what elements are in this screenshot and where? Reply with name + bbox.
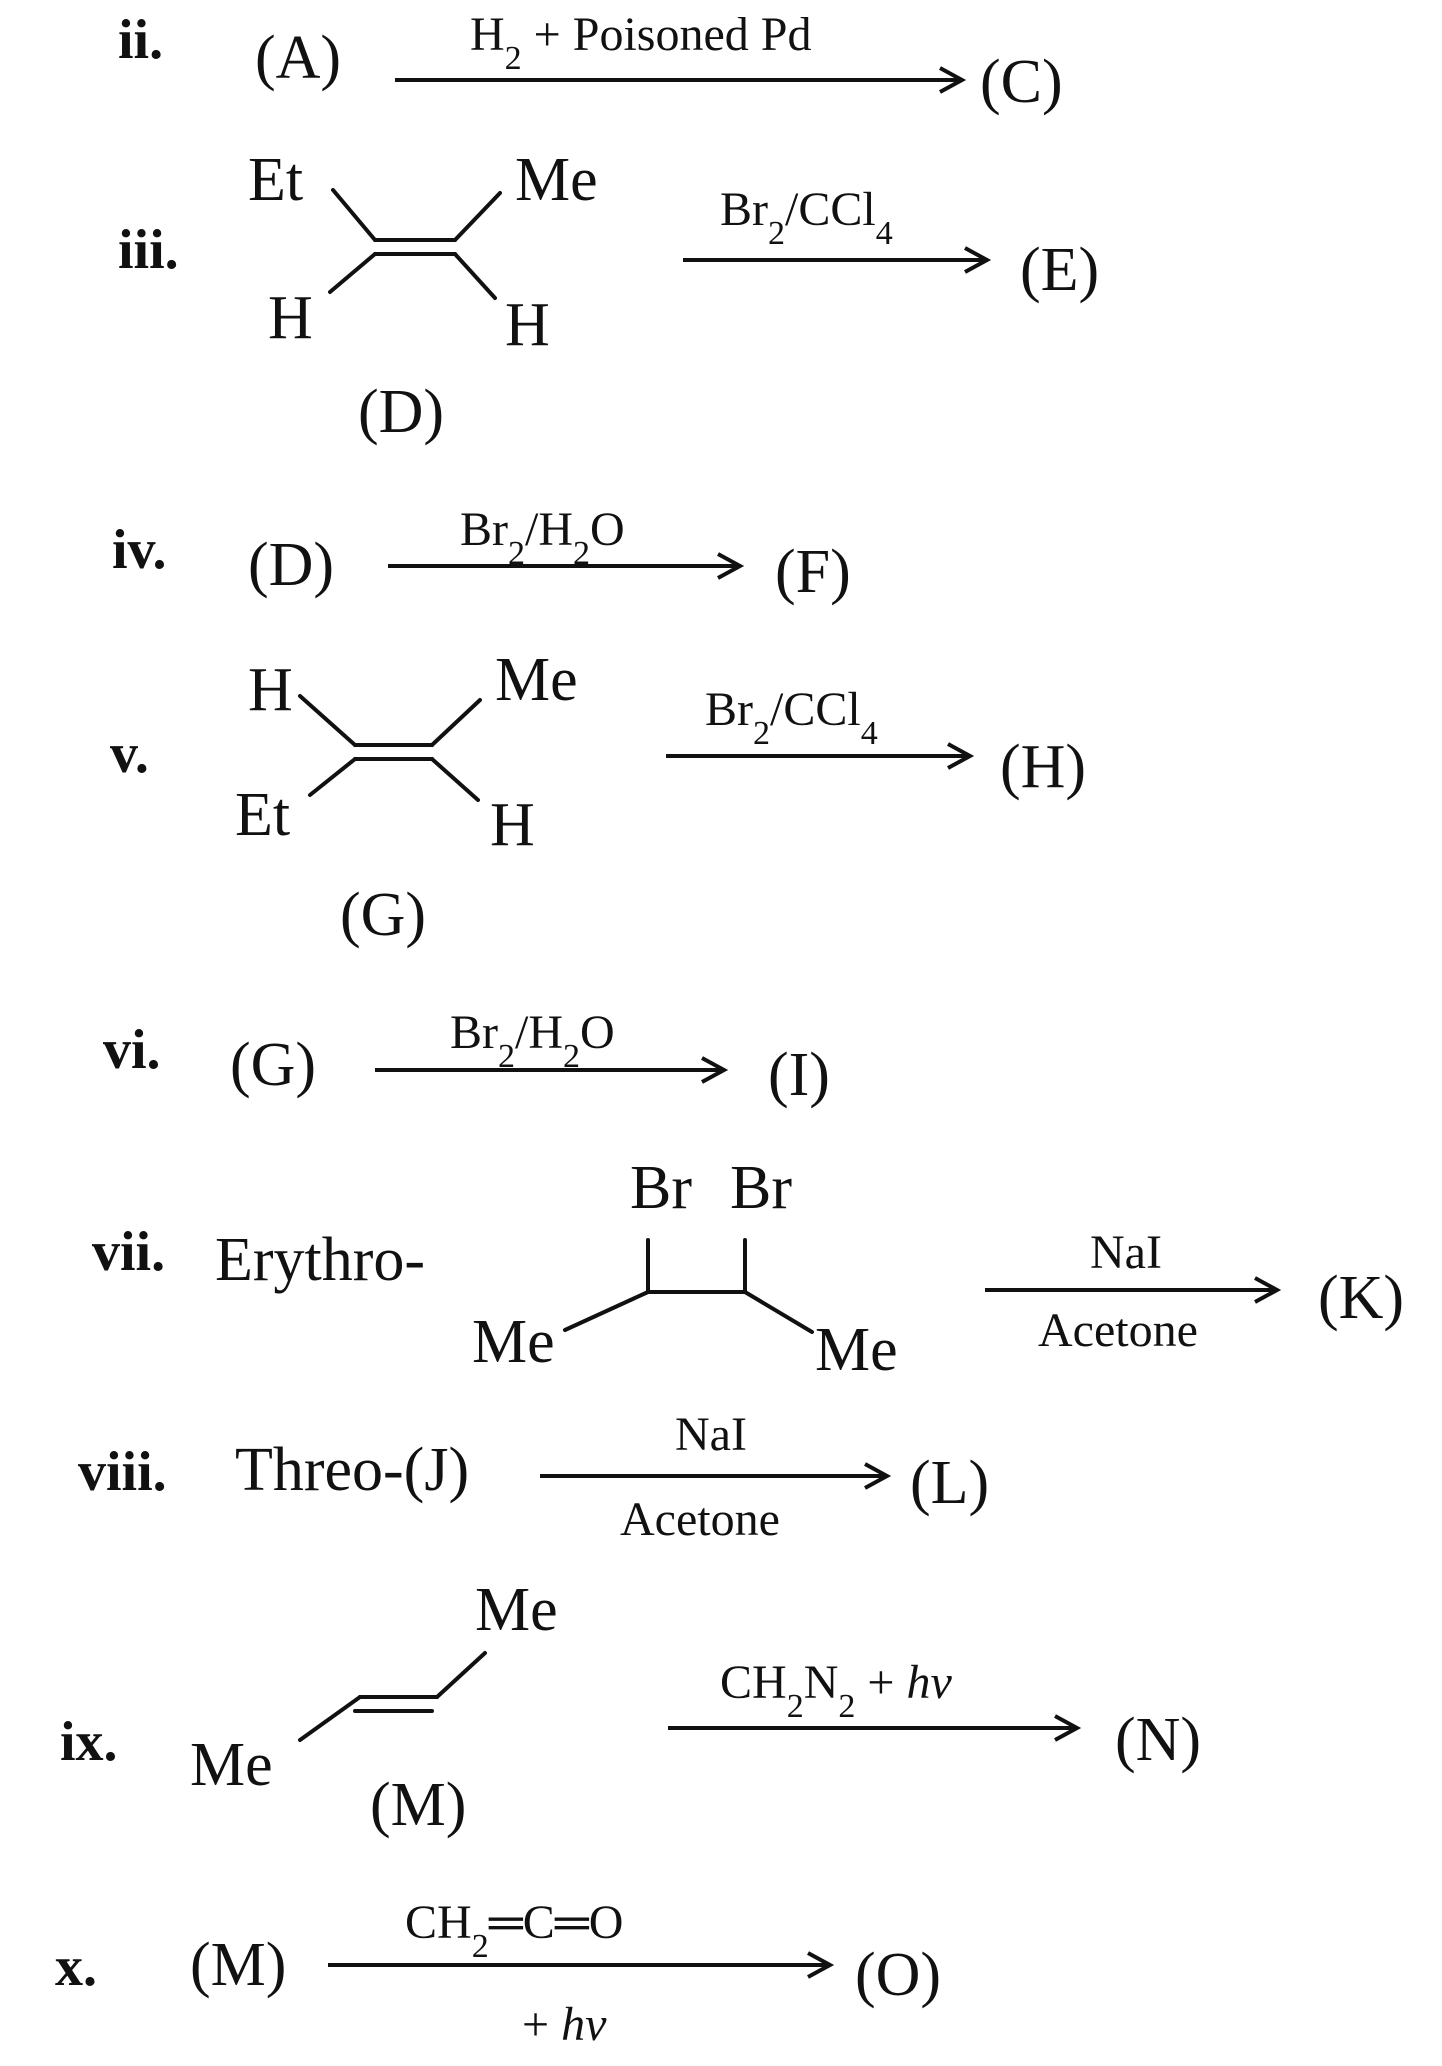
substituent-me: Me: [815, 1316, 898, 1384]
arrow-head: [1054, 1714, 1082, 1742]
arrow-head: [864, 1462, 892, 1490]
reagent-label: CH2N2 + hν: [720, 1656, 952, 1725]
reagent-top: NaI: [675, 1408, 747, 1461]
reagent-bottom: + hν: [522, 1998, 607, 2051]
reagent-bottom: Acetone: [620, 1493, 780, 1546]
reactant-label: (G): [230, 1031, 316, 1099]
substituent-h: H: [490, 791, 535, 859]
arrow-head: [939, 66, 967, 94]
product-label: (H): [1000, 733, 1086, 801]
product-label: (C): [980, 48, 1063, 116]
substituent-me: Me: [475, 1576, 558, 1644]
substituent-me: Me: [515, 146, 598, 214]
arrow-head: [701, 1056, 729, 1084]
arrow-head: [807, 1951, 835, 1979]
reaction-number: ix.: [60, 1711, 118, 1773]
reagent-label: Br2/CCl4: [705, 683, 878, 752]
substituent-br: Br: [630, 1154, 692, 1222]
product-label: (K): [1318, 1264, 1404, 1332]
reaction-iv: iv. (D) Br2/H2O (F): [112, 503, 851, 606]
arrow-head: [1254, 1276, 1282, 1304]
compound-label: (M): [370, 1771, 466, 1839]
reaction-number: iv.: [112, 519, 166, 581]
reactant-label: (M): [190, 1931, 286, 1999]
bond: [563, 1290, 650, 1332]
reaction-vii: vii. Erythro- Br Br Me Me NaI Acetone (K…: [92, 1154, 1404, 1384]
reaction-number: vii.: [92, 1221, 165, 1283]
product-label: (O): [855, 1941, 941, 2009]
prefix-label: Erythro-: [215, 1226, 425, 1294]
reaction-ix: ix. Me Me (M) CH2N2 + hν (N): [60, 1576, 1201, 1839]
reaction-number: viii.: [78, 1441, 167, 1503]
bond: [435, 1651, 487, 1699]
reagent-bottom: Acetone: [1038, 1304, 1198, 1357]
bond: [453, 191, 502, 242]
bond: [453, 252, 497, 300]
bond: [298, 1695, 362, 1742]
reactant-label: (A): [255, 24, 341, 92]
reactant-label: Threo-(J): [235, 1436, 469, 1504]
bond: [331, 188, 377, 242]
bond: [430, 757, 480, 802]
substituent-me: Me: [472, 1308, 555, 1376]
substituent-me: Me: [190, 1731, 273, 1799]
substituent-h: H: [268, 284, 313, 352]
product-label: (E): [1020, 236, 1099, 304]
product-label: (I): [768, 1041, 830, 1109]
substituent-h: H: [505, 291, 550, 359]
compound-label: (G): [340, 881, 426, 949]
reaction-number: v.: [110, 723, 149, 785]
reagent-label: Br2/H2O: [450, 1006, 615, 1075]
product-label: (L): [910, 1449, 989, 1517]
product-label: (F): [775, 538, 851, 606]
arrow-head: [947, 742, 975, 770]
reagent-top: CH2═C═O: [405, 1896, 623, 1965]
reagent-label: Br2/CCl4: [720, 183, 893, 252]
bond: [308, 757, 357, 797]
substituent-et: Et: [235, 781, 290, 849]
bond: [328, 252, 377, 294]
reaction-viii: viii. Threo-(J) NaI Acetone (L): [78, 1408, 989, 1546]
reagent-top: NaI: [1090, 1226, 1162, 1279]
substituent-br: Br: [730, 1154, 792, 1222]
reaction-iii: iii. Et Me H H (D) Br2/CCl4 (E): [118, 146, 1099, 446]
substituent-h: H: [248, 656, 293, 724]
reaction-x: x. (M) CH2═C═O + hν (O): [55, 1896, 941, 2051]
bond: [298, 694, 357, 747]
reaction-number: iii.: [118, 219, 179, 281]
reaction-number: ii.: [118, 9, 163, 71]
reaction-number: vi.: [103, 1019, 161, 1081]
bond: [430, 698, 482, 747]
reaction-v: v. H Me Et H (G) Br2/CCl4 (H): [110, 646, 1086, 949]
reaction-number: x.: [55, 1936, 97, 1998]
reagent-label: H2 + Poisoned Pd: [470, 8, 811, 77]
arrow-head: [964, 246, 992, 274]
reagent-label: Br2/H2O: [460, 503, 625, 572]
substituent-me: Me: [495, 646, 578, 714]
product-label: (N): [1115, 1706, 1201, 1774]
reaction-vi: vi. (G) Br2/H2O (I): [103, 1006, 830, 1109]
compound-label: (D): [358, 378, 444, 446]
reaction-ii: ii. (A) H2 + Poisoned Pd (C): [118, 8, 1063, 116]
bond: [743, 1290, 814, 1334]
arrow-head: [717, 552, 745, 580]
substituent-et: Et: [248, 146, 303, 214]
reactant-label: (D): [248, 531, 334, 599]
